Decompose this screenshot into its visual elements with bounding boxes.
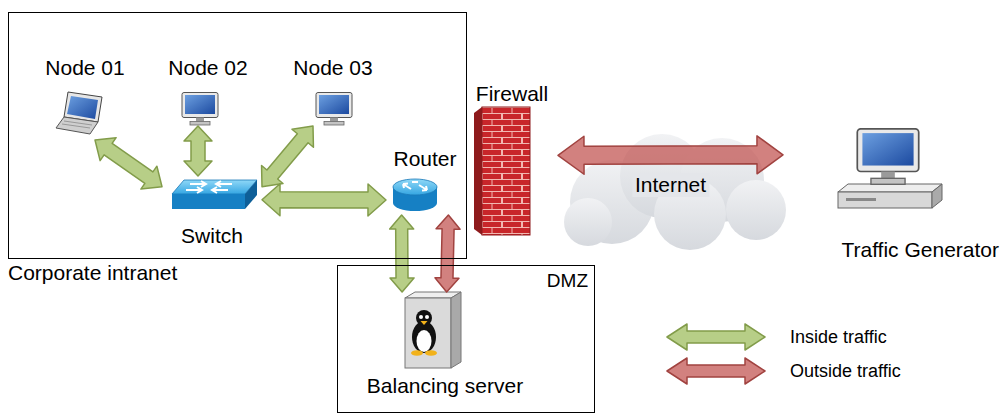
router-icon xyxy=(393,179,437,211)
legend-swatch-frame xyxy=(664,356,768,386)
legend-swatch xyxy=(667,324,765,350)
node-label: Node 02 xyxy=(168,56,247,80)
legend-text: Outside traffic xyxy=(790,356,901,386)
traffic-arrow xyxy=(262,184,386,216)
node-label: Router xyxy=(393,147,456,171)
computer-icon xyxy=(182,93,218,126)
traffic-arrow xyxy=(95,138,162,189)
node-label: Node 03 xyxy=(293,56,372,80)
traffic-arrow xyxy=(558,136,783,174)
firewall-node: Firewall xyxy=(466,82,558,238)
computer-icon xyxy=(316,93,352,126)
zone-box: DMZ Balancing server xyxy=(337,265,595,413)
traffic-arrow xyxy=(390,215,414,292)
zone-label: Corporate intranet xyxy=(8,261,177,285)
node-label: Balancing server xyxy=(367,374,523,398)
zone-box: Corporate intranetNode 01Node 02Node 03S… xyxy=(8,12,467,259)
computer-node: Traffic Generator xyxy=(783,128,1001,262)
computer-icon xyxy=(838,129,942,208)
node-label: Node 01 xyxy=(45,56,124,80)
node-label: Traffic Generator xyxy=(841,238,999,262)
node-label: Switch xyxy=(181,224,243,248)
edge-label: Internet xyxy=(632,173,709,197)
switch-node: Switch xyxy=(162,176,262,248)
traffic-arrow xyxy=(184,126,212,176)
zone-label: DMZ xyxy=(547,269,588,293)
computer-node: Node 02 xyxy=(158,56,258,126)
switch-icon xyxy=(172,180,257,209)
node-label: Firewall xyxy=(476,82,548,106)
legend-swatch-frame xyxy=(664,322,768,352)
router-node: Router xyxy=(386,147,464,215)
traffic-arrow xyxy=(435,215,460,292)
firewall-icon xyxy=(474,107,530,235)
computer-node: Node 03 xyxy=(283,56,383,126)
traffic-arrow xyxy=(262,126,314,187)
server-node: Balancing server xyxy=(363,292,528,398)
legend-text: Inside traffic xyxy=(790,322,887,352)
laptop-icon xyxy=(56,92,102,134)
computer-node: Node 01 xyxy=(35,56,135,140)
legend-swatch xyxy=(667,358,765,384)
server-icon xyxy=(405,292,461,368)
